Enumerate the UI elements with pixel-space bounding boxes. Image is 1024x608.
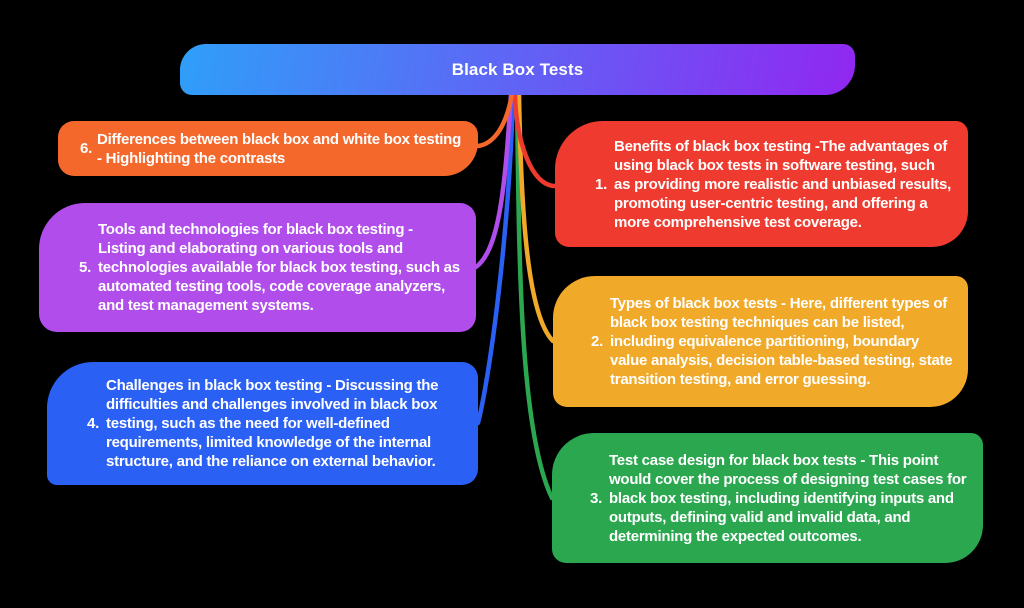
branch-number: 5. <box>78 259 91 276</box>
branch-number: 1. <box>594 175 607 193</box>
branch-node-5[interactable]: 5. Tools and technologies for black box … <box>39 203 476 332</box>
branch-text: Types of black box tests - Here, differe… <box>610 295 953 388</box>
connector-branch-4 <box>475 91 516 426</box>
branch-node-6[interactable]: 6. Differences between black box and whi… <box>58 121 478 176</box>
connector-branch-2 <box>516 91 556 344</box>
branch-number: 2. <box>590 333 603 350</box>
branch-node-1[interactable]: 1. Benefits of black box testing -The ad… <box>555 121 968 247</box>
connector-branch-3 <box>514 91 555 501</box>
connector-branch-5 <box>473 91 514 270</box>
connector-branch-1 <box>512 91 558 189</box>
root-node-label: Black Box Tests <box>451 59 584 79</box>
branch-node-3[interactable]: 3. Test case design for black box tests … <box>552 433 983 563</box>
branch-text: Benefits of black box testing -The advan… <box>614 137 952 231</box>
branch-node-2[interactable]: 2. Types of black box tests - Here, diff… <box>553 276 968 407</box>
branch-number: 4. <box>86 415 99 432</box>
branch-number: 6. <box>79 140 92 157</box>
branch-text: Challenges in black box testing - Discus… <box>106 377 439 470</box>
branch-text: Test case design for black box tests - T… <box>609 451 967 545</box>
root-node[interactable]: Black Box Tests <box>180 44 855 95</box>
branch-text: Tools and technologies for black box tes… <box>98 221 460 314</box>
connector-branch-6 <box>475 91 515 149</box>
branch-text: Differences between black box and white … <box>97 130 462 167</box>
branch-node-4[interactable]: 4. Challenges in black box testing - Dis… <box>47 362 478 485</box>
branch-number: 3. <box>589 489 602 507</box>
